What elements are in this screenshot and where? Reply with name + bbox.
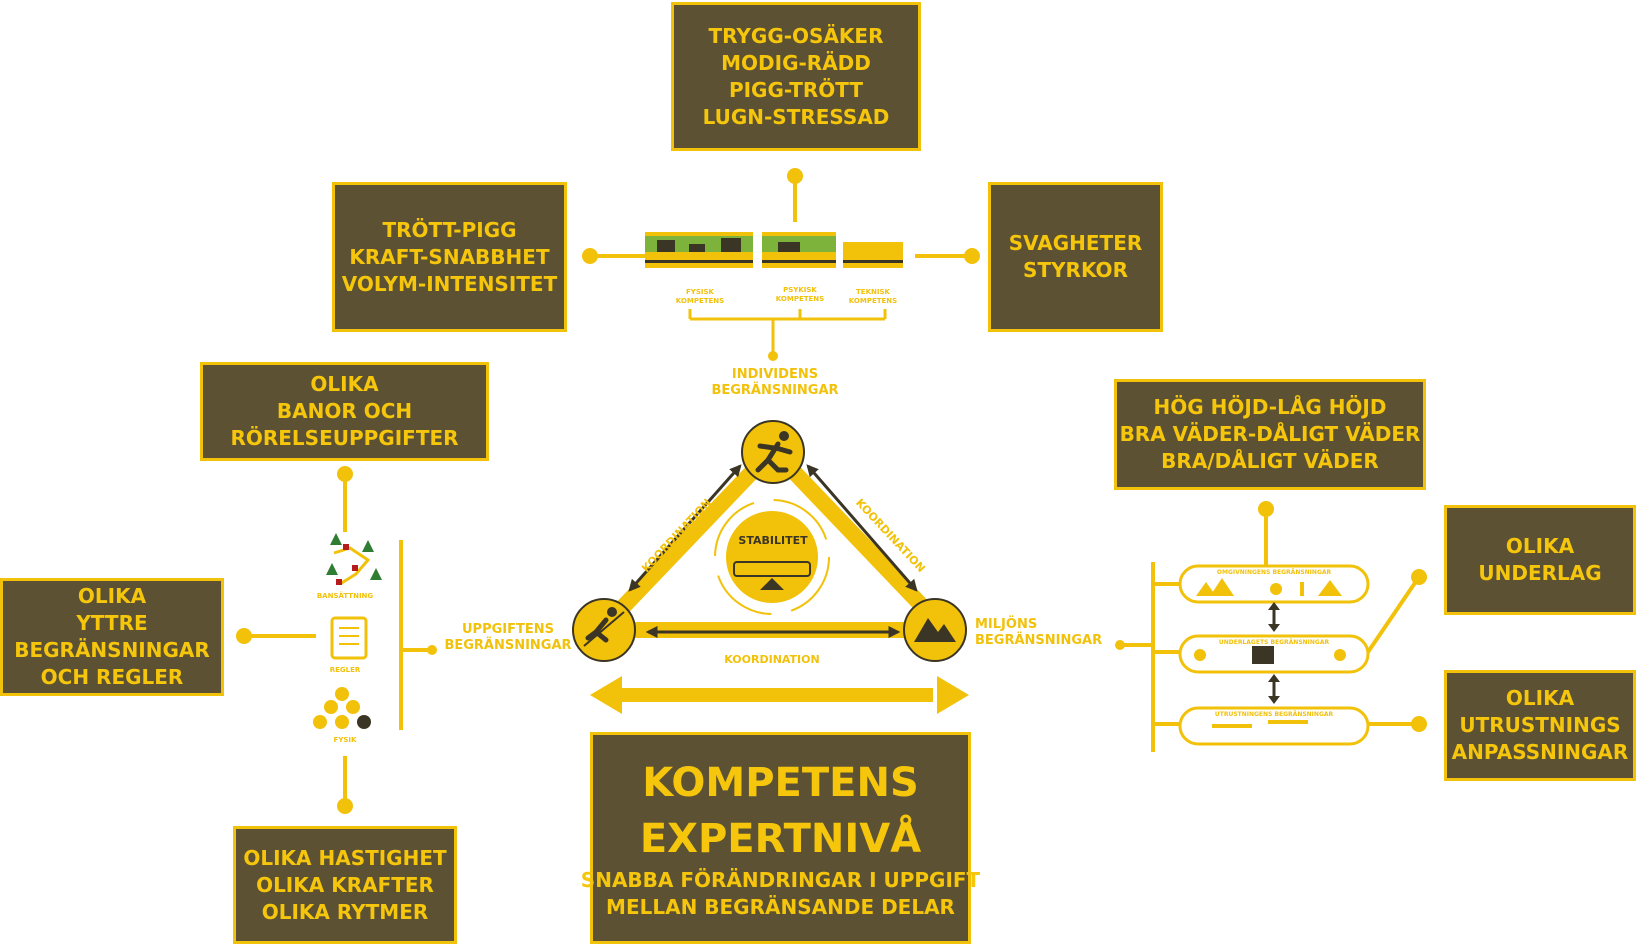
box-line: BRA/DÅLIGT VÄDER: [1161, 449, 1379, 473]
label-task-constraints: UPPGIFTENS BEGRÄNSNINGAR: [438, 622, 578, 654]
center-subtitle-line: SNABBA FÖRÄNDRINGAR I UPPGIFT: [580, 868, 981, 892]
box-left-lower-physics: OLIKA HASTIGHET OLIKA KRAFTER OLIKA RYTM…: [233, 826, 457, 944]
runner-icon: [741, 420, 805, 484]
box-line: OLIKA HASTIGHET: [243, 845, 447, 870]
horizontal-double-arrow: [590, 676, 969, 714]
label-physical-competence: FYSISK KOMPETENS: [665, 288, 735, 306]
label-line: PSYKISK: [783, 286, 817, 294]
box-line: UTRUSTNINGS: [1459, 713, 1621, 737]
label-line: BEGRÄNSNINGAR: [444, 638, 572, 653]
triangle: [593, 442, 953, 638]
label-line: INDIVIDENS: [731, 367, 819, 382]
label-mental-competence: PSYKISK KOMPETENS: [765, 286, 835, 304]
label-physics: FYSIK: [333, 736, 357, 744]
box-line: OLIKA KRAFTER: [256, 872, 434, 897]
box-line: HÖG HÖJD-LÅG HÖJD: [1153, 395, 1387, 419]
env-pill-icons: [1194, 578, 1346, 728]
center-subtitle-line: MELLAN BEGRÄNSANDE DELAR: [606, 895, 955, 919]
label-surface-constraints: UNDERLAGETS BEGRÄNSNINGAR: [1218, 639, 1330, 646]
center-title-line: EXPERTNIVÅ: [639, 816, 922, 862]
box-right-upper-weather: HÖG HÖJD-LÅG HÖJD BRA VÄDER-DÅLIGT VÄDER…: [1114, 379, 1426, 490]
box-line: OCH REGLER: [40, 665, 184, 689]
label-line: TEKNISK: [856, 288, 890, 296]
course-map-icon: [326, 533, 382, 586]
label-line: MILJÖNS: [975, 617, 1038, 632]
teknisk-battery-group-icon: [843, 242, 903, 268]
fysisk-battery-group-icon: [645, 232, 753, 268]
box-line: BEGRÄNSNINGAR: [14, 638, 210, 662]
label-line: KOMPETENS: [675, 297, 725, 305]
label-individual-constraints: INDIVIDENS BEGRÄNSNINGAR: [705, 367, 845, 399]
box-line: BANOR OCH: [276, 399, 413, 423]
label-coordination-bottom: KOORDINATION: [724, 653, 820, 666]
box-top-line: MODIG-RÄDD: [721, 50, 871, 75]
box-line: YTTRE: [76, 611, 148, 635]
label-line: KOMPETENS: [848, 297, 898, 305]
box-line: OLIKA: [1505, 686, 1575, 710]
center-title-line: KOMPETENS: [642, 760, 919, 806]
label-environment-constraints: MILJÖNS BEGRÄNSNINGAR: [975, 617, 1115, 649]
label-line: FYSISK: [686, 288, 714, 296]
box-line: BRA VÄDER-DÅLIGT VÄDER: [1119, 422, 1421, 446]
psykisk-battery-group-icon: [762, 232, 836, 268]
physics-icons: [313, 687, 371, 729]
label-course-setting: BANSÄTTNING: [316, 592, 374, 600]
skier-icon: [572, 598, 636, 662]
box-center-expert-level: KOMPETENS EXPERTNIVÅ SNABBA FÖRÄNDRINGAR…: [581, 732, 980, 944]
box-line: SVAGHETER: [1008, 231, 1143, 255]
box-right-middle-surface: OLIKA UNDERLAG: [1444, 505, 1636, 615]
box-right-lower-equipment: OLIKA UTRUSTNINGS ANPASSNINGAR: [1444, 670, 1636, 781]
box-line: TRÖTT-PIGG: [382, 217, 517, 242]
label-stability: STABILITET: [738, 534, 808, 547]
box-top-line: LUGN-STRESSAD: [702, 104, 890, 129]
right-connectors: [1115, 501, 1427, 752]
left-connectors: [236, 466, 437, 814]
box-line: VOLYM-INTENSITET: [341, 271, 558, 296]
double-arrow-icon: [1268, 602, 1280, 704]
box-line: KRAFT-SNABBHET: [349, 244, 550, 269]
box-top-right-technical: SVAGHETER STYRKOR: [988, 182, 1163, 332]
label-line: BEGRÄNSNINGAR: [975, 633, 1103, 648]
box-left-middle-rules: OLIKA YTTRE BEGRÄNSNINGAR OCH REGLER: [0, 578, 224, 696]
box-line: ANPASSNINGAR: [1451, 740, 1629, 764]
mountain-icon: [903, 598, 967, 662]
box-line: OLIKA: [310, 372, 379, 396]
box-top-line: PIGG-TRÖTT: [728, 77, 864, 102]
env-pill-equipment: [1178, 706, 1370, 746]
box-top-emotions: TRYGG-OSÄKER MODIG-RÄDD PIGG-TRÖTT LUGN-…: [671, 2, 921, 151]
box-line: OLIKA: [1505, 534, 1575, 558]
label-line: KOMPETENS: [775, 295, 825, 303]
top-connectors: [582, 168, 980, 361]
box-left-upper-courses: OLIKA BANOR OCH RÖRELSEUPPGIFTER: [200, 362, 489, 461]
box-line: OLIKA RYTMER: [261, 899, 429, 924]
box-line: RÖRELSEUPPGIFTER: [230, 426, 459, 450]
box-top-line: TRYGG-OSÄKER: [708, 23, 884, 48]
label-line: UPPGIFTENS: [462, 622, 554, 637]
box-line: OLIKA: [77, 584, 147, 608]
label-line: BEGRÄNSNINGAR: [711, 383, 839, 398]
label-technical-competence: TEKNISK KOMPETENS: [838, 288, 908, 306]
rules-scroll-icon: [330, 616, 368, 660]
label-equipment-constraints: UTRUSTNINGENS BEGRÄNSNINGAR: [1214, 711, 1334, 718]
box-line: UNDERLAG: [1478, 561, 1602, 585]
label-rules: REGLER: [329, 666, 361, 674]
box-top-left-physical: TRÖTT-PIGG KRAFT-SNABBHET VOLYM-INTENSIT…: [332, 182, 567, 332]
label-surroundings-constraints: OMGIVNINGENS BEGRÄNSNINGAR: [1216, 569, 1332, 576]
box-line: STYRKOR: [1023, 258, 1128, 282]
